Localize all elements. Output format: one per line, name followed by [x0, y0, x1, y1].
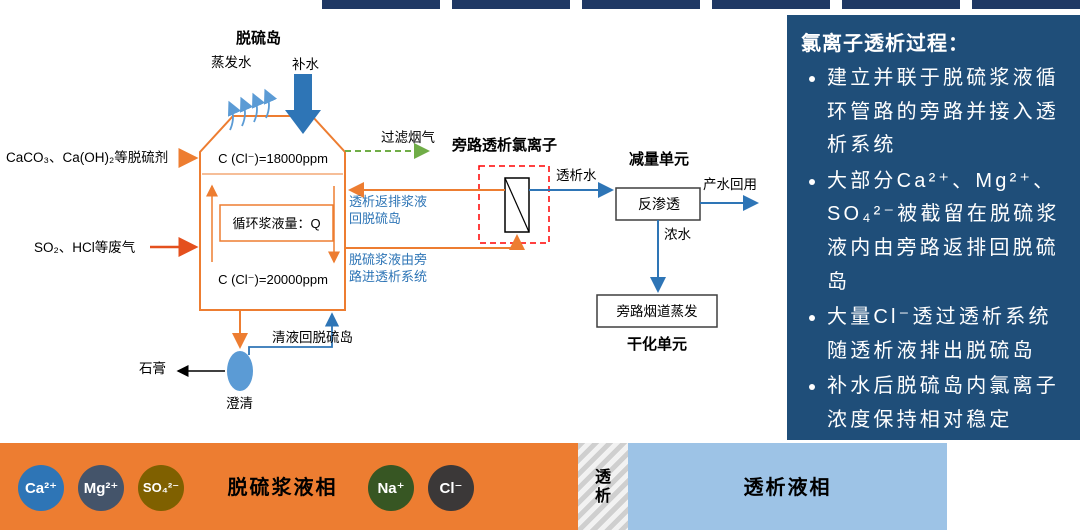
flue-evaporation-box — [596, 294, 718, 328]
flue-evaporation-label: 旁路烟道蒸发 — [616, 304, 698, 319]
island-label: 脱硫岛 — [236, 30, 282, 47]
process-diagram: 脱硫岛 蒸发水 补水 C (Cl⁻)=18000ppm 循环浆液量：Q C (C… — [6, 30, 759, 411]
drying-unit-label: 干化单元 — [626, 336, 687, 353]
top-edge-tab — [972, 0, 1080, 9]
conc-bottom-label: C (Cl⁻)=20000ppm — [218, 272, 328, 287]
panel-bullet: 大量Cl⁻透过透析系统随透析液排出脱硫岛 — [827, 301, 1070, 368]
reverse-osmosis-label: 反渗透 — [638, 196, 680, 212]
magnesium-ion-badge: Mg²⁺ — [78, 465, 124, 511]
evaporation-label: 蒸发水 — [211, 55, 252, 70]
evaporation-arrows — [227, 88, 278, 131]
circulation-label: 循环浆液量：Q — [232, 216, 321, 231]
dialysis-membrane-band: 透析 — [578, 443, 628, 530]
makeup-water-arrow — [285, 74, 321, 134]
clarify-label: 澄清 — [226, 396, 253, 411]
panel-title: 氯离子透析过程： — [801, 33, 969, 55]
membrane-diagonal — [504, 177, 530, 233]
chloride-ion-badge: Cl⁻ — [428, 465, 474, 511]
clear-liquid-line — [248, 312, 340, 355]
phase-legend: 透析 Ca²⁺ Mg²⁺ SO₄²⁻ 脱硫浆液相 Na⁺ Cl⁻ 透析液相 — [0, 443, 1080, 530]
clear-liquid-label: 清液回脱硫岛 — [272, 330, 353, 345]
top-edge-tab — [712, 0, 830, 9]
dialysate-phase-band — [628, 443, 947, 530]
circulation-box — [219, 204, 334, 242]
gypsum-label: 石膏 — [139, 361, 166, 376]
panel-bullet: 大部分Ca²⁺、Mg²⁺、SO₄²⁻被截留在脱硫浆液内由旁路返排回脱硫岛 — [827, 165, 1070, 299]
desulfurizer-input-label: CaCO₃、Ca(OH)₂等脱硫剂 — [6, 150, 169, 165]
waste-gas-input-label: SO₂、HCl等废气 — [34, 240, 136, 255]
product-water-label: 产水回用 — [703, 177, 757, 192]
flue-gas-label: 过滤烟气 — [381, 130, 435, 145]
calcium-ion-badge: Ca²⁺ — [18, 465, 64, 511]
feed-line — [345, 234, 525, 250]
feed-line-label: 脱硫浆液由旁路进透析系统 — [349, 252, 428, 284]
sodium-ion-badge: Na⁺ — [368, 465, 414, 511]
dialysate-phase-label: 透析液相 — [743, 477, 832, 499]
flow-svg — [150, 74, 759, 391]
panel-bullet: 补水后脱硫岛内氯离子浓度保持相对稳定 — [827, 370, 1070, 437]
top-edge-tab — [322, 0, 440, 9]
conc-top-label: C (Cl⁻)=18000ppm — [218, 151, 328, 166]
clarifier-ellipse — [227, 351, 253, 391]
concentrated-water-label: 浓水 — [664, 227, 691, 242]
panel-bullet: 建立并联于脱硫浆液循环管路的旁路并接入透析系统 — [827, 62, 1070, 163]
info-panel: 氯离子透析过程： 建立并联于脱硫浆液循环管路的旁路并接入透析系统 大部分Ca²⁺… — [787, 15, 1080, 440]
makeup-water-label: 补水 — [292, 57, 319, 72]
panel-bullet-list: 建立并联于脱硫浆液循环管路的旁路并接入透析系统 大部分Ca²⁺、Mg²⁺、SO₄… — [801, 62, 1070, 438]
slurry-phase-label: 脱硫浆液相 — [227, 477, 338, 499]
dialysis-water-label: 透析水 — [556, 168, 597, 183]
top-edge-tab — [842, 0, 960, 9]
sulfate-ion-badge: SO₄²⁻ — [138, 465, 184, 511]
dialysis-band-label: 透析 — [594, 468, 611, 505]
reverse-osmosis-box — [615, 187, 701, 221]
top-edge-tab — [582, 0, 700, 9]
bypass-dialysis-label: 旁路透析氯离子 — [452, 137, 558, 154]
top-edge-tab — [452, 0, 570, 9]
reduction-unit-label: 减量单元 — [628, 151, 689, 168]
return-line-label: 透析返排浆液回脱硫岛 — [349, 194, 428, 226]
